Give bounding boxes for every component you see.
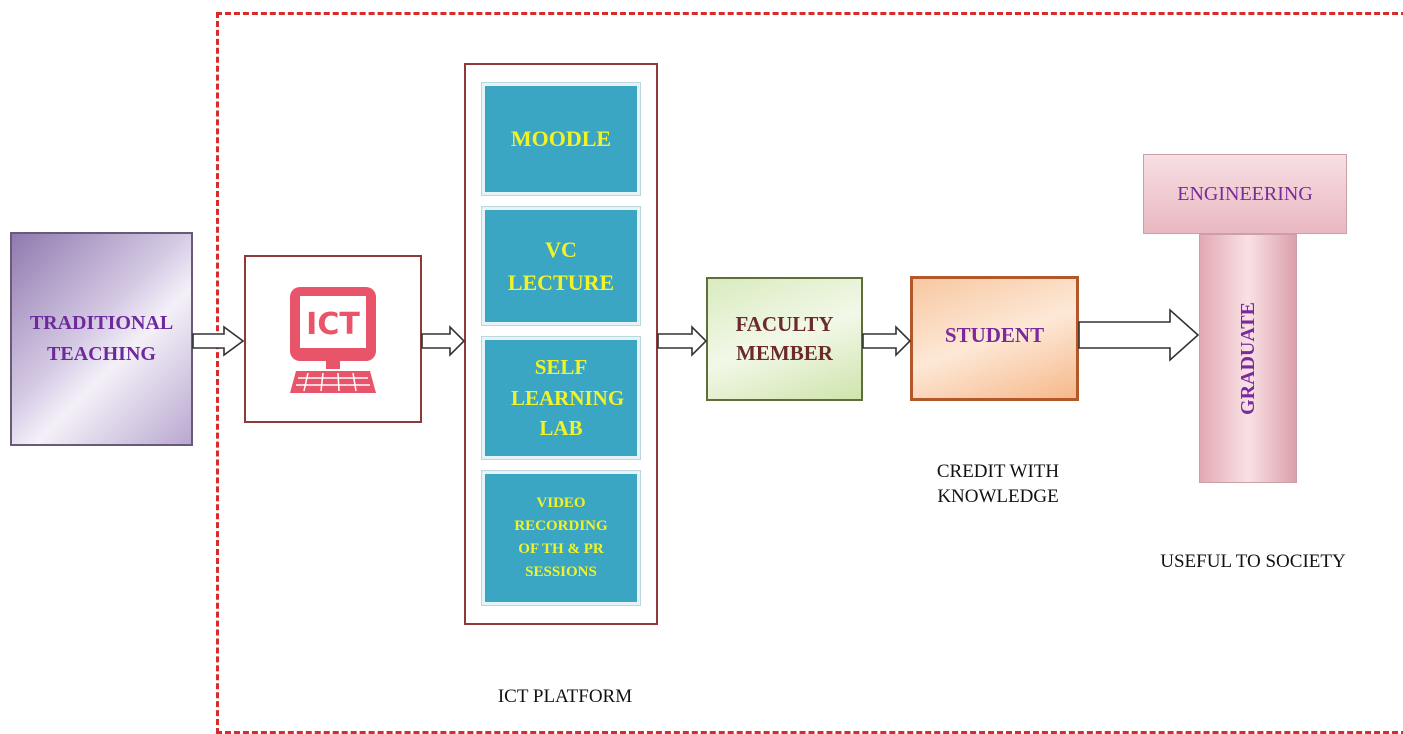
arrow-platform-to-faculty: [657, 325, 708, 357]
platform-item-self-learning-lab: SELF LEARNING LAB: [481, 336, 641, 460]
engineering-box: ENGINEERING: [1143, 154, 1347, 234]
scope-dashed-frame: [216, 12, 1403, 734]
ict-box: ICT: [244, 255, 422, 423]
arrow-ict-to-platform: [421, 325, 466, 357]
arrow-traditional-to-ict: [192, 325, 245, 357]
platform-item-moodle: MOODLE: [481, 82, 641, 196]
faculty-member-label: FACULTY MEMBER: [735, 311, 834, 365]
student-box: STUDENT: [910, 276, 1079, 401]
platform-item-video-recording: VIDEO RECORDING OF TH & PR SESSIONS: [481, 470, 641, 606]
platform-item-label: SELF LEARNING LAB: [511, 355, 625, 441]
arrow-faculty-to-student: [862, 325, 912, 357]
platform-item-vc-lecture: VC LECTURE: [481, 206, 641, 326]
platform-item-label: VC LECTURE: [507, 237, 615, 295]
ict-platform-column: MOODLE VC LECTURE SELF LEARNING LAB VIDE…: [464, 63, 658, 625]
traditional-teaching-box: TRADITIONAL TEACHING: [10, 232, 193, 446]
ict-logo-text: ICT: [306, 307, 360, 342]
platform-item-label: VIDEO RECORDING OF TH & PR SESSIONS: [514, 494, 608, 581]
engineering-label: ENGINEERING: [1177, 182, 1313, 205]
graduate-box: GRADUATE: [1199, 234, 1297, 483]
student-label: STUDENT: [944, 323, 1045, 347]
ict-platform-caption: ICT PLATFORM: [497, 686, 633, 707]
society-caption: USEFUL TO SOCIETY: [1160, 551, 1346, 572]
ict-computer-icon: ICT: [290, 287, 376, 393]
traditional-teaching-label: TRADITIONAL TEACHING: [29, 312, 174, 365]
faculty-member-box: FACULTY MEMBER: [706, 277, 863, 401]
credit-caption: CREDIT WITH KNOWLEDGE: [936, 461, 1060, 507]
arrow-student-to-graduate: [1078, 308, 1200, 362]
platform-item-label: MOODLE: [510, 126, 612, 151]
